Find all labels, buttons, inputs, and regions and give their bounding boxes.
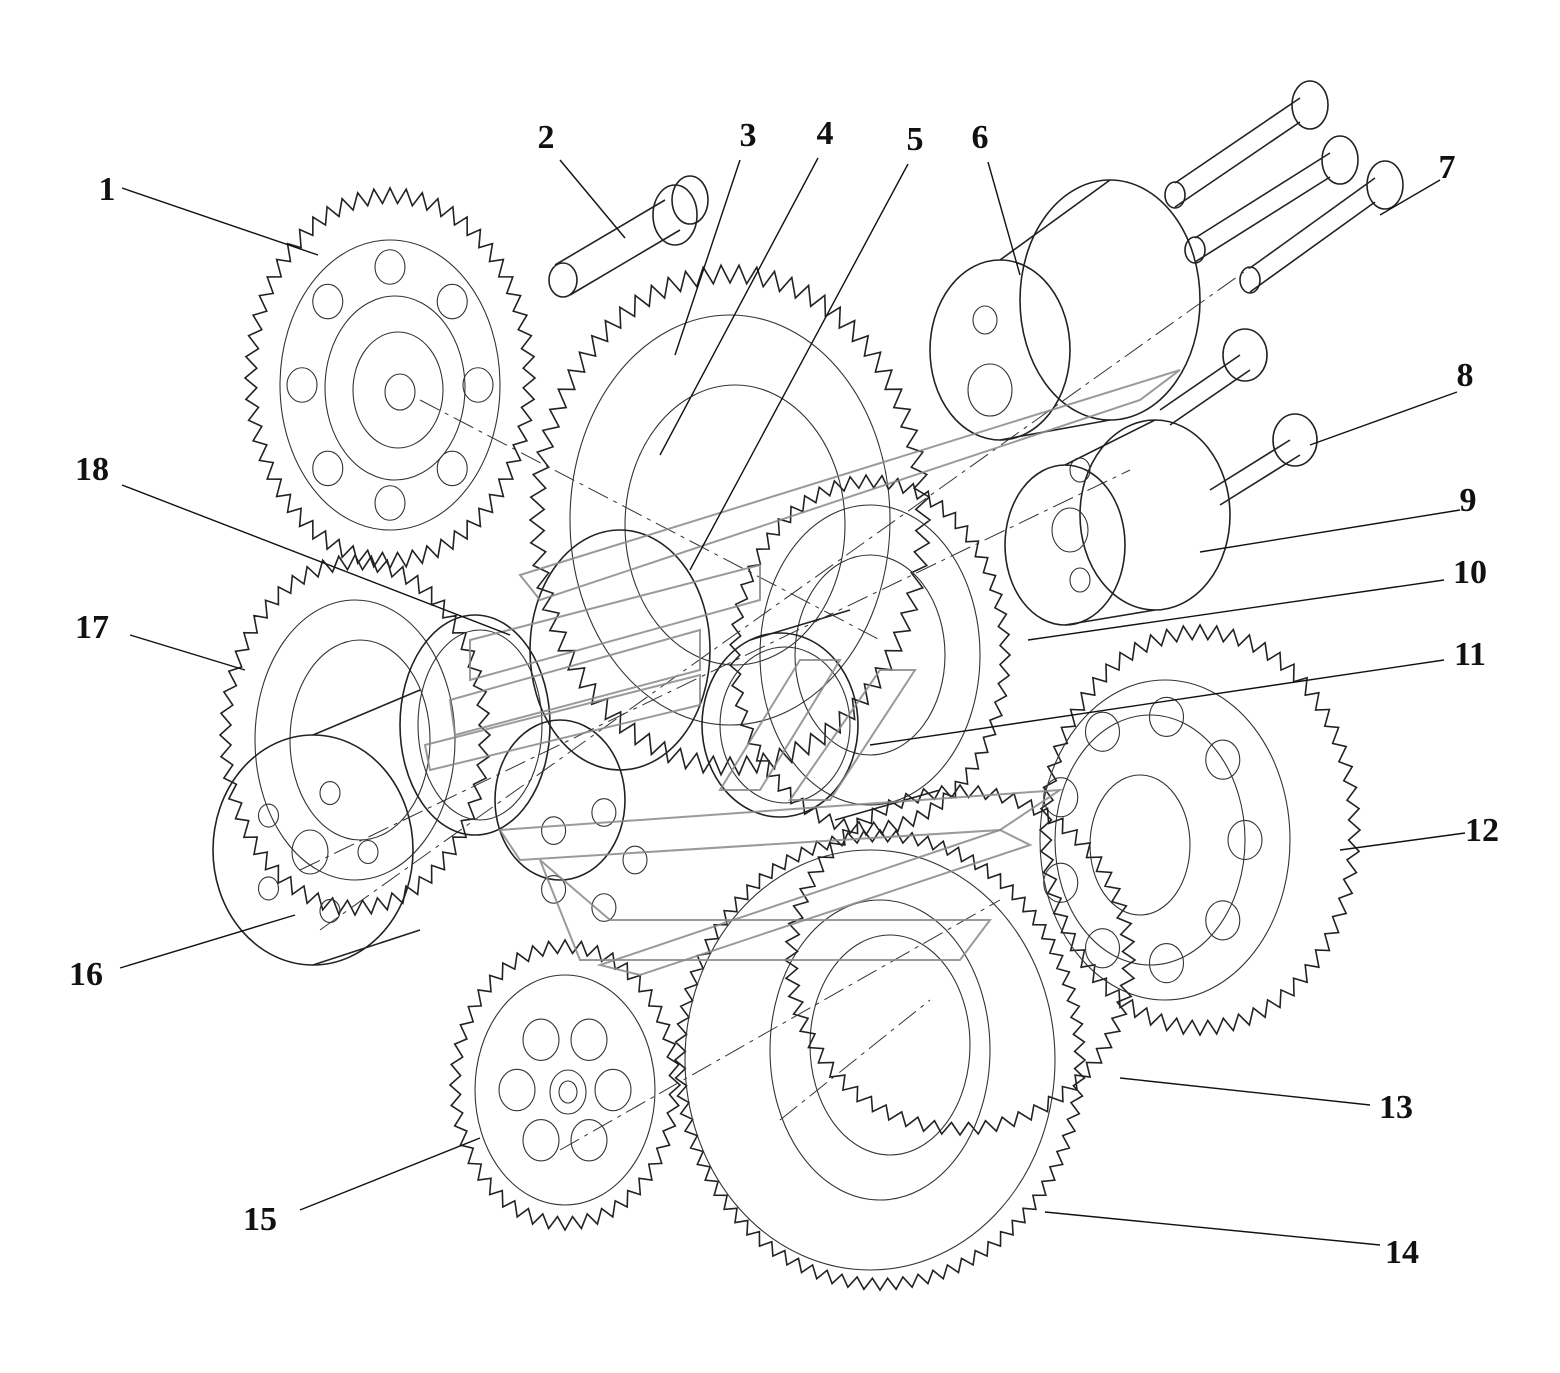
- leader-12: [1339, 832, 1466, 851]
- gear-12: [1038, 623, 1362, 1037]
- leader-10: [1027, 579, 1445, 641]
- parts-drawing: [212, 80, 1404, 1292]
- leader-8: [1309, 391, 1458, 446]
- callout-15: 15: [243, 1201, 277, 1238]
- callout-1: 1: [99, 171, 116, 208]
- gear-14: [673, 828, 1087, 1292]
- callout-6: 6: [972, 119, 989, 156]
- callout-16: 16: [69, 956, 103, 993]
- callout-5: 5: [907, 121, 924, 158]
- leader-7: [1379, 179, 1441, 216]
- watermark-logo: [423, 369, 1181, 977]
- callout-4: 4: [817, 115, 834, 152]
- gear-1: [243, 186, 537, 570]
- leader-lines: [119, 157, 1466, 1246]
- leader-2: [559, 159, 626, 239]
- center-axis-4: [779, 999, 931, 1121]
- center-axis-2: [299, 469, 1131, 871]
- center-axis-3: [559, 899, 1001, 1151]
- leader-14: [1044, 1211, 1381, 1246]
- callout-12: 12: [1465, 812, 1499, 849]
- leader-3: [674, 159, 741, 356]
- leader-16: [119, 914, 296, 969]
- callout-10: 10: [1453, 554, 1487, 591]
- callout-14: 14: [1385, 1234, 1419, 1271]
- leader-13: [1119, 1077, 1371, 1106]
- leader-4: [659, 157, 819, 456]
- hub-5: [494, 529, 711, 922]
- callout-2: 2: [538, 119, 555, 156]
- leader-6: [987, 161, 1021, 276]
- leader-9: [1199, 509, 1461, 553]
- callout-7: 7: [1439, 149, 1456, 186]
- gear-15: [448, 938, 682, 1232]
- center-axis-5: [419, 399, 881, 641]
- bolt-7-2: [1184, 135, 1359, 264]
- leader-17: [129, 634, 246, 671]
- callout-11: 11: [1454, 636, 1486, 673]
- callout-8: 8: [1457, 357, 1474, 394]
- hub-16: [212, 689, 421, 966]
- center-axis-1: [319, 199, 1346, 931]
- leader-18: [121, 484, 511, 636]
- gear-3: [528, 263, 932, 777]
- leader-1: [121, 187, 319, 256]
- leader-5: [689, 163, 909, 571]
- bolt-7-3: [1239, 160, 1404, 294]
- hub-9: [1004, 419, 1231, 626]
- gear-10: [729, 473, 1012, 837]
- gear-17: [218, 553, 492, 917]
- callout-13: 13: [1379, 1089, 1413, 1126]
- callout-17: 17: [75, 609, 109, 646]
- bolt-7-1: [1164, 80, 1329, 209]
- bushing-ring: [399, 614, 551, 836]
- leader-11: [869, 659, 1445, 746]
- hub-6: [929, 179, 1201, 441]
- bolt-2: [548, 175, 709, 298]
- bolt-8: [1159, 328, 1318, 506]
- leader-15: [299, 1137, 481, 1211]
- callout-18: 18: [75, 451, 109, 488]
- callout-3: 3: [740, 117, 757, 154]
- bushing-11: [701, 609, 941, 821]
- callout-9: 9: [1460, 482, 1477, 519]
